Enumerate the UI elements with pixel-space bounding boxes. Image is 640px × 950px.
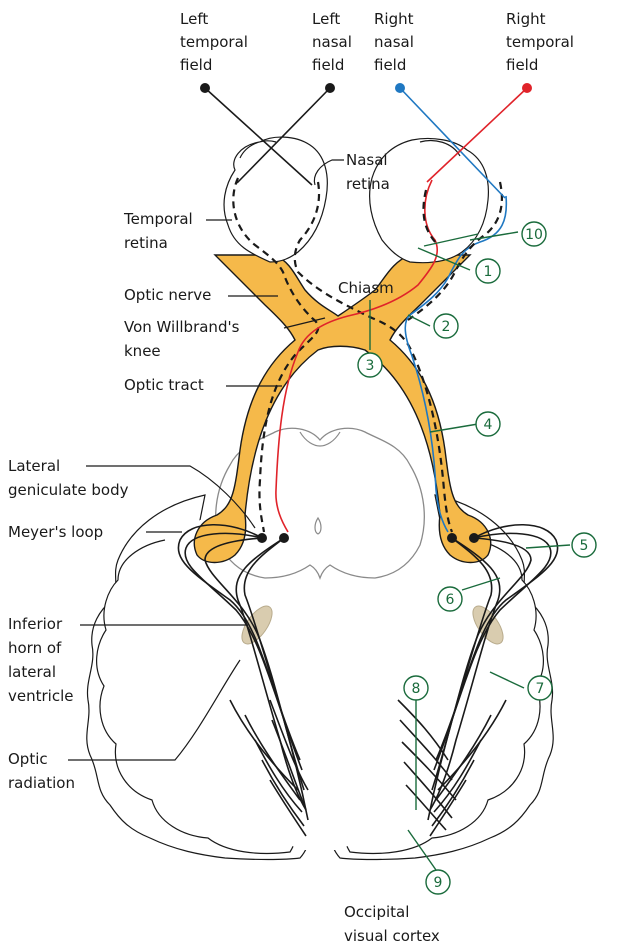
field-label-left-nasal-2: nasal (312, 33, 352, 51)
optic-tract-label: Optic tract (124, 376, 204, 394)
temporal-retina-label-2: retina (124, 234, 168, 252)
field-label-left-nasal-1: Left (312, 10, 340, 28)
left-nasal-field-dot (325, 83, 335, 93)
temporal-retina-label-1: Temporal (123, 210, 193, 228)
lesion-2-label: 2 (442, 319, 451, 335)
lateral-geniculate-label-1: Lateral (8, 457, 60, 475)
von-willbrand-label-2: knee (124, 342, 161, 360)
lesion-3-label: 3 (366, 358, 375, 374)
lesion-5-label: 5 (580, 538, 589, 554)
field-label-right-nasal-2: nasal (374, 33, 414, 51)
nasal-retina-label-1: Nasal (346, 151, 388, 169)
field-label-left-nasal-3: field (312, 56, 344, 74)
inferior-horn-label-3: lateral (8, 663, 56, 681)
inferior-horn-label-1: Inferior (8, 615, 63, 633)
lesion-10-label: 10 (525, 227, 543, 243)
lesion-4-label: 4 (484, 417, 493, 433)
field-label-right-nasal-1: Right (374, 10, 414, 28)
lesion-8-label: 8 (412, 681, 421, 697)
field-label-right-nasal-3: field (374, 56, 406, 74)
nasal-retina-label-2: retina (346, 175, 390, 193)
inferior-horn-label-2: horn of (8, 639, 62, 657)
field-label-left-temporal-1: Left (180, 10, 208, 28)
lesion-1-label: 1 (484, 264, 493, 280)
right-temporal-field-dot (522, 83, 532, 93)
field-label-right-temporal-2: temporal (506, 33, 574, 51)
field-label-left-temporal-2: temporal (180, 33, 248, 51)
inferior-horn-label-4: ventricle (8, 687, 73, 705)
lateral-geniculate-label-2: geniculate body (8, 481, 129, 499)
optic-radiation-label-2: radiation (8, 774, 75, 792)
field-label-right-temporal-3: field (506, 56, 538, 74)
lesion-6-label: 6 (446, 592, 455, 608)
chiasm-label: Chiasm (338, 279, 394, 297)
occipital-label-2: visual cortex (344, 927, 440, 945)
left-temporal-field-dot (200, 83, 210, 93)
meyers-loop-label: Meyer's loop (8, 523, 103, 541)
occipital-label-1: Occipital (344, 903, 409, 921)
lesion-9-label: 9 (434, 875, 443, 891)
right-nasal-field-dot (395, 83, 405, 93)
lesion-7-label: 7 (536, 681, 545, 697)
optic-nerve-label: Optic nerve (124, 286, 211, 304)
left-eye (224, 137, 327, 262)
von-willbrand-label-1: Von Willbrand's (124, 318, 240, 336)
field-label-right-temporal-1: Right (506, 10, 546, 28)
optic-radiation-label-1: Optic (8, 750, 48, 768)
field-label-left-temporal-3: field (180, 56, 212, 74)
